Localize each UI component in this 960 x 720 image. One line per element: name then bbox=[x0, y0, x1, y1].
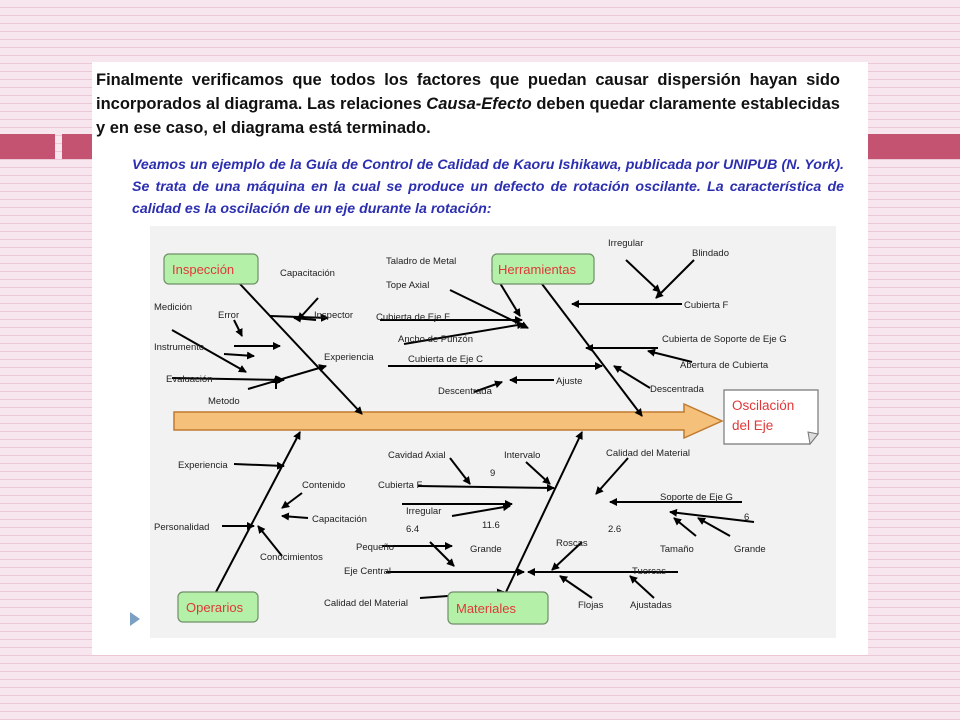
label-roscas: Roscas bbox=[556, 538, 588, 549]
category-operarios: Operarios bbox=[186, 600, 244, 615]
label-medicion: Medición bbox=[154, 302, 192, 313]
label-seis: 6 bbox=[744, 512, 749, 523]
label-tamano: Tamaño bbox=[660, 544, 694, 555]
label-intervalo: Intervalo bbox=[504, 450, 540, 461]
label-conocimientos: Conocimientos bbox=[260, 552, 323, 563]
label-capacitacion-bot: Capacitación bbox=[312, 514, 367, 525]
bone-materiales bbox=[505, 431, 583, 593]
intro-emphasis: Causa-Efecto bbox=[426, 95, 532, 113]
label-metodo: Metodo bbox=[208, 396, 240, 407]
label-error: Error bbox=[218, 310, 239, 321]
label-ajuste: Ajuste bbox=[556, 376, 582, 387]
intro-text-2: deben quedar claramente establecidas y e… bbox=[96, 95, 840, 137]
label-grande-1: Grande bbox=[470, 544, 502, 555]
category-boxes bbox=[163, 253, 595, 625]
example-paragraph: Veamos un ejemplo de la Guía de Control … bbox=[132, 157, 844, 217]
intro-paragraph: Finalmente verificamos que todos los fac… bbox=[96, 68, 840, 140]
label-soporte-eje-g: Soporte de Eje G bbox=[660, 492, 733, 503]
label-cubierta-eje-f: Cubierta de Eje F bbox=[376, 312, 450, 323]
label-capacitacion-top: Capacitación bbox=[280, 268, 335, 279]
label-ajustadas: Ajustadas bbox=[630, 600, 672, 611]
label-grande-2: Grande bbox=[734, 544, 766, 555]
category-box-materiales bbox=[447, 591, 549, 625]
fishbone-diagram: Inspección Herramientas Operarios Materi… bbox=[150, 226, 836, 638]
arrows-group bbox=[171, 259, 755, 599]
label-blindado: Blindado bbox=[692, 248, 729, 259]
label-experiencia-top: Experiencia bbox=[324, 352, 374, 363]
label-cubierta-soporte: Cubierta de Soporte de Eje G bbox=[662, 334, 787, 345]
bone-inspeccion bbox=[239, 283, 363, 415]
label-irregular-bot: Irregular bbox=[406, 506, 441, 517]
label-eje-central: Eje Central bbox=[344, 566, 391, 577]
label-inspector: Inspector bbox=[314, 310, 353, 321]
label-taladro: Taladro de Metal bbox=[386, 256, 456, 267]
label-dos-seis: 2.6 bbox=[608, 524, 621, 535]
label-cubierta-f-top: Cubierta F bbox=[684, 300, 729, 311]
label-ancho-punzon: Ancho de Punzón bbox=[398, 334, 473, 345]
label-evaluacion: Evaluación bbox=[166, 374, 212, 385]
label-once-seis: 11.6 bbox=[482, 520, 500, 531]
label-seis-cuatro: 6.4 bbox=[406, 524, 419, 535]
content-panel: Finalmente verificamos que todos los fac… bbox=[92, 62, 868, 655]
label-cubierta-eje-c: Cubierta de Eje C bbox=[408, 354, 483, 365]
category-herramientas: Herramientas bbox=[498, 262, 577, 277]
effect-line-1: Oscilación bbox=[732, 398, 794, 413]
label-experiencia-bot: Experiencia bbox=[178, 460, 228, 471]
label-tope-axial: Tope Axial bbox=[386, 280, 429, 291]
category-box-operarios bbox=[177, 591, 259, 623]
intro-text-1: Finalmente verificamos que todos los fac… bbox=[96, 71, 840, 113]
fishbone-svg: Inspección Herramientas Operarios Materi… bbox=[154, 238, 819, 625]
label-contenido: Contenido bbox=[302, 480, 345, 491]
label-nueve: 9 bbox=[490, 468, 495, 479]
label-pequeno: Pequeño bbox=[356, 542, 394, 553]
category-materiales: Materiales bbox=[456, 601, 516, 616]
label-tuercas: Tuercas bbox=[632, 566, 666, 577]
label-calidad-material-bot: Calidad del Material bbox=[324, 598, 408, 609]
label-descentrada-1: Descentrada bbox=[438, 386, 493, 397]
label-cubierta-f-bot: Cubierta F bbox=[378, 480, 423, 491]
category-box-herramientas bbox=[491, 253, 595, 285]
label-descentrada-2: Descentrada bbox=[650, 384, 705, 395]
label-abertura: Abertura de Cubierta bbox=[680, 360, 769, 371]
label-cavidad-axial: Cavidad Axial bbox=[388, 450, 446, 461]
bone-operarios bbox=[215, 431, 301, 593]
cause-labels: Capacitación Medición Error Inspector In… bbox=[154, 238, 787, 611]
label-flojas: Flojas bbox=[578, 600, 604, 611]
label-personalidad: Personalidad bbox=[154, 522, 209, 533]
label-instrumento: Instrumento bbox=[154, 342, 204, 353]
label-irregular-top: Irregular bbox=[608, 238, 643, 249]
effect-line-2: del Eje bbox=[732, 418, 773, 433]
spine-arrow bbox=[173, 402, 724, 440]
label-calidad-material-top: Calidad del Material bbox=[606, 448, 690, 459]
decor-bar-left bbox=[0, 134, 55, 159]
category-box-inspeccion bbox=[163, 253, 259, 285]
play-arrow-icon bbox=[130, 612, 140, 626]
category-inspeccion: Inspección bbox=[172, 262, 234, 277]
